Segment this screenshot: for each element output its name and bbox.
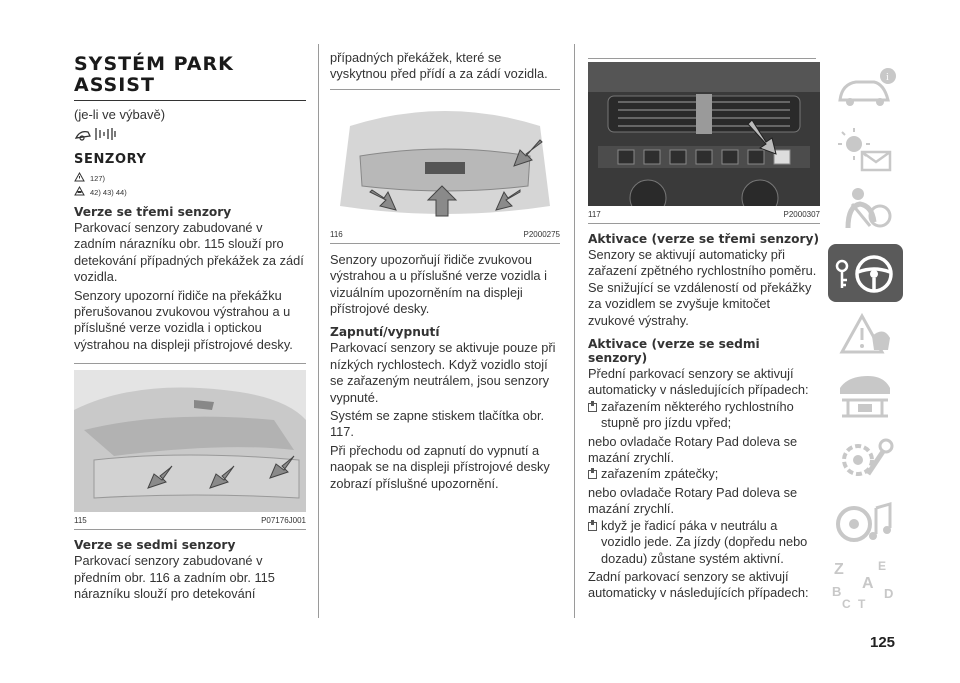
index-letter: B bbox=[832, 584, 841, 599]
bullet-icon bbox=[588, 468, 597, 480]
title-line-1: SYSTÉM PARK bbox=[74, 53, 234, 75]
key-steering-wheel-icon bbox=[835, 255, 893, 293]
warning-ref-text-2: 42) 43) 44) bbox=[90, 187, 127, 197]
warning-ref-1: 127) bbox=[74, 171, 306, 185]
light-envelope-icon bbox=[838, 128, 892, 172]
paragraph: Při přechodu od zapnutí do vypnutí a nao… bbox=[330, 442, 550, 491]
sidebar-tab-technical-data[interactable] bbox=[828, 430, 903, 486]
multimedia-icon bbox=[836, 502, 892, 542]
list-item-text: zařazením zpátečky; bbox=[601, 466, 719, 482]
sensors-heading: SENZORY bbox=[74, 152, 147, 167]
bullet-icon bbox=[588, 519, 597, 531]
figure-code: P2000275 bbox=[523, 229, 560, 239]
index-letter: E bbox=[878, 559, 886, 573]
index-letter: Z bbox=[834, 561, 844, 578]
paragraph: Senzory upozorňují řidiče zvukovou výstr… bbox=[330, 251, 547, 317]
index-letter: T bbox=[858, 597, 866, 611]
paragraph: Parkovací senzory se aktivuje pouze při … bbox=[330, 340, 556, 405]
figure-117-caption: 117 P2000307 bbox=[588, 210, 820, 224]
paragraph: Senzory se aktivují automaticky při zařa… bbox=[588, 247, 817, 328]
activation-three-heading: Aktivace (verze se třemi senzory) bbox=[588, 232, 820, 246]
section-three-sensors-heading: Verze se třemi senzory bbox=[74, 205, 232, 219]
paragraph: Parkovací senzory zabudované v zadním ná… bbox=[74, 220, 304, 285]
seatbelt-safety-icon bbox=[845, 188, 892, 229]
bullet-icon bbox=[588, 400, 597, 412]
figure-116-block: 116 P2000275 bbox=[330, 88, 560, 244]
sidebar-tab-emergency[interactable] bbox=[828, 306, 903, 362]
paragraph: Přední parkovací senzory se aktivují aut… bbox=[588, 366, 809, 398]
sidebar-tab-starting-driving[interactable] bbox=[828, 244, 903, 302]
caution-car-icon bbox=[74, 185, 85, 198]
figure-116-caption: 116 P2000275 bbox=[330, 230, 560, 244]
paragraph: Senzory upozorní řidiče na překážku přer… bbox=[74, 287, 293, 352]
title-line-2: ASSIST bbox=[74, 74, 155, 96]
column-2: případných překážek, které se vyskytnou … bbox=[330, 50, 560, 492]
index-letter: D bbox=[884, 586, 893, 601]
figure-116-front-car bbox=[330, 95, 560, 226]
sidebar-tab-car-info[interactable]: i bbox=[828, 62, 903, 118]
park-assist-icon bbox=[74, 126, 306, 144]
figure-code: P07176J001 bbox=[261, 516, 306, 526]
paragraph: Zadní parkovací senzory se aktivují auto… bbox=[588, 568, 809, 601]
column-divider bbox=[574, 44, 575, 618]
figure-number: 116 bbox=[330, 229, 343, 239]
sidebar-tab-index[interactable]: Z E A B C T D bbox=[828, 556, 903, 612]
figure-115-caption: 115 P07176J001 bbox=[74, 516, 306, 531]
alphabet-index-icon: Z E A B C T D bbox=[832, 559, 893, 611]
list-item: zařazením některého rychlostního stupně … bbox=[588, 399, 820, 432]
sidebar-tab-maintenance[interactable] bbox=[828, 368, 903, 424]
figure-number: 117 bbox=[588, 210, 601, 219]
paragraph: Systém se zapne stiskem tlačítka obr. 11… bbox=[330, 408, 545, 440]
paragraph: nebo ovladače Rotary Pad doleva se mazán… bbox=[588, 484, 798, 517]
wrench-gear-icon bbox=[842, 438, 894, 476]
page-number: 125 bbox=[870, 634, 896, 651]
page-title: SYSTÉM PARK ASSIST bbox=[74, 54, 306, 96]
warning-emergency-icon bbox=[839, 312, 890, 354]
figure-code: P2000307 bbox=[783, 210, 820, 219]
sidebar-tab-multimedia[interactable] bbox=[828, 494, 903, 550]
figure-number: 115 bbox=[74, 516, 87, 526]
paragraph: případných překážek, které se vyskytnou … bbox=[330, 50, 548, 82]
paragraph: Parkovací senzory zabudované v předním o… bbox=[74, 553, 275, 602]
activation-seven-heading: Aktivace (verze se sedmi senzory) bbox=[588, 337, 760, 366]
column-divider bbox=[318, 44, 319, 618]
svg-text:i: i bbox=[886, 72, 889, 83]
list-item: když je řadicí páka v neutrálu a vozidlo… bbox=[588, 518, 820, 567]
figure-115-block: 115 P07176J001 bbox=[74, 363, 306, 531]
list-item: zařazením zpátečky; bbox=[588, 466, 820, 482]
paragraph: nebo ovladače Rotary Pad doleva se mazán… bbox=[588, 433, 798, 466]
car-info-icon: i bbox=[838, 68, 896, 106]
figure-117-dashboard bbox=[588, 62, 820, 206]
list-item-text: zařazením některého rychlostního stupně … bbox=[601, 398, 794, 431]
warning-triangle-icon bbox=[74, 171, 85, 184]
warning-ref-text-1: 127) bbox=[90, 173, 106, 183]
index-letter: A bbox=[862, 575, 874, 592]
list-item-text: když je řadicí páka v neutrálu a vozidlo… bbox=[601, 517, 808, 566]
warning-ref-2: 42) 43) 44) bbox=[74, 185, 306, 199]
figure-115-rear-car bbox=[74, 370, 306, 513]
sidebar-tab-lights-messages[interactable] bbox=[828, 122, 903, 178]
car-lift-maintenance-icon bbox=[840, 376, 890, 418]
index-letter: C bbox=[842, 597, 851, 611]
column-3: 117 P2000307 Aktivace (verze se třemi se… bbox=[588, 62, 820, 602]
on-off-heading: Zapnutí/vypnutí bbox=[330, 325, 440, 340]
title-divider bbox=[74, 100, 306, 101]
subtitle: (je-li ve výbavě) bbox=[74, 107, 166, 122]
section-seven-sensors-heading: Verze se sedmi senzory bbox=[74, 538, 236, 553]
sidebar-tab-safety[interactable] bbox=[828, 182, 903, 238]
column-1: SYSTÉM PARK ASSIST (je-li ve výbavě) SEN… bbox=[74, 40, 306, 602]
figure-117-top-rule bbox=[588, 58, 816, 59]
